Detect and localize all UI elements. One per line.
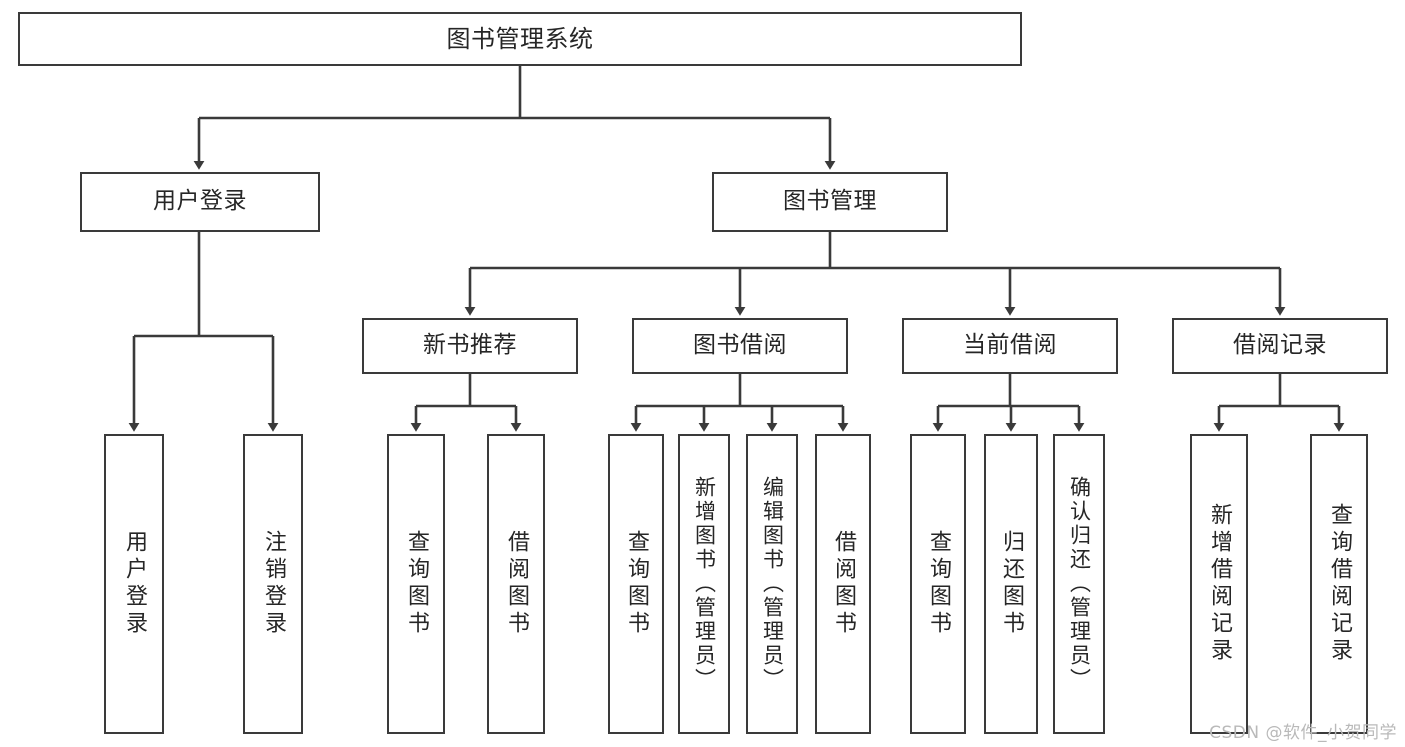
node-leaf-add-record[interactable]: 新增借阅记录 — [1190, 434, 1248, 734]
node-leaf-confirm-return-label: 确认归还（管理员） — [1067, 476, 1092, 692]
node-leaf-query-record[interactable]: 查询借阅记录 — [1310, 434, 1368, 734]
node-new-book-recommend[interactable]: 新书推荐 — [362, 318, 578, 374]
node-borrow-record[interactable]: 借阅记录 — [1172, 318, 1388, 374]
node-leaf-add-record-label: 新增借阅记录 — [1207, 503, 1232, 665]
node-leaf-borrow-book-2[interactable]: 借阅图书 — [815, 434, 871, 734]
node-leaf-add-book[interactable]: 新增图书（管理员） — [678, 434, 730, 734]
watermark-text: CSDN @软件_小贺同学 — [1209, 723, 1397, 743]
node-root-label: 图书管理系统 — [446, 24, 594, 53]
node-leaf-confirm-return[interactable]: 确认归还（管理员） — [1053, 434, 1105, 734]
node-leaf-logout-label: 注销登录 — [261, 530, 286, 638]
node-current-borrow[interactable]: 当前借阅 — [902, 318, 1118, 374]
node-leaf-return-book[interactable]: 归还图书 — [984, 434, 1038, 734]
node-leaf-query-book-2-label: 查询图书 — [624, 530, 649, 638]
node-leaf-borrow-book-1[interactable]: 借阅图书 — [487, 434, 545, 734]
node-leaf-edit-book[interactable]: 编辑图书（管理员） — [746, 434, 798, 734]
node-current-borrow-label: 当前借阅 — [963, 332, 1057, 359]
node-book-manage[interactable]: 图书管理 — [712, 172, 948, 232]
node-root[interactable]: 图书管理系统 — [18, 12, 1022, 66]
node-user-login-label: 用户登录 — [153, 188, 247, 215]
node-leaf-query-book-3[interactable]: 查询图书 — [910, 434, 966, 734]
node-book-manage-label: 图书管理 — [783, 188, 877, 215]
node-leaf-query-book-3-label: 查询图书 — [926, 530, 951, 638]
node-leaf-query-book-1-label: 查询图书 — [404, 530, 429, 638]
node-leaf-query-record-label: 查询借阅记录 — [1327, 503, 1352, 665]
node-leaf-add-book-label: 新增图书（管理员） — [692, 476, 717, 692]
node-leaf-user-login-label: 用户登录 — [122, 530, 147, 638]
node-leaf-borrow-book-2-label: 借阅图书 — [831, 530, 856, 638]
node-leaf-return-book-label: 归还图书 — [999, 530, 1024, 638]
node-leaf-edit-book-label: 编辑图书（管理员） — [760, 476, 785, 692]
node-leaf-query-book-1[interactable]: 查询图书 — [387, 434, 445, 734]
node-leaf-user-login[interactable]: 用户登录 — [104, 434, 164, 734]
node-book-borrow-label: 图书借阅 — [693, 332, 787, 359]
node-leaf-logout[interactable]: 注销登录 — [243, 434, 303, 734]
node-borrow-record-label: 借阅记录 — [1233, 332, 1327, 359]
node-book-borrow[interactable]: 图书借阅 — [632, 318, 848, 374]
node-leaf-query-book-2[interactable]: 查询图书 — [608, 434, 664, 734]
node-leaf-borrow-book-1-label: 借阅图书 — [504, 530, 529, 638]
node-new-book-recommend-label: 新书推荐 — [423, 332, 517, 359]
node-user-login[interactable]: 用户登录 — [80, 172, 320, 232]
